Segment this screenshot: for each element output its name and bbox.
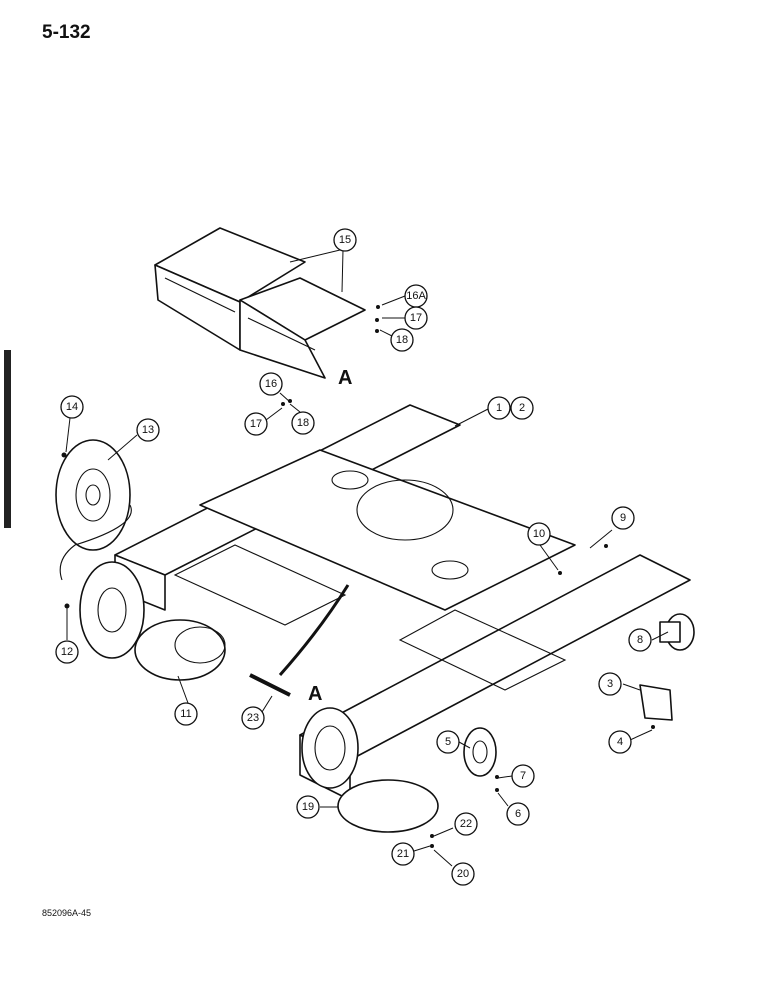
callout-7: 7 (511, 764, 535, 788)
callout-16a: 16A (404, 284, 428, 308)
bolt-hardware (61, 305, 655, 848)
upper-roller (659, 613, 695, 651)
svg-text:5: 5 (445, 736, 451, 748)
svg-text:13: 13 (142, 424, 154, 436)
callout-15: 15 (333, 228, 357, 252)
view-label: A (308, 683, 322, 705)
callout-19: 19 (296, 795, 320, 819)
callout-5: 5 (436, 730, 460, 754)
svg-text:12: 12 (61, 646, 73, 658)
svg-text:2: 2 (519, 402, 525, 414)
svg-text:15: 15 (339, 234, 351, 246)
callout-21: 21 (391, 842, 415, 866)
svg-text:19: 19 (302, 801, 314, 813)
callout-17: 18 (291, 411, 315, 435)
binding-mark (4, 350, 11, 528)
callout-18: 18 (390, 328, 414, 352)
callout-14: 14 (60, 395, 84, 419)
leader-lines (65, 249, 669, 867)
svg-text:1: 1 (496, 402, 502, 414)
sprocket (55, 439, 131, 551)
svg-text:4: 4 (617, 736, 623, 748)
roller-bracket (639, 684, 673, 721)
svg-text:9: 9 (620, 512, 626, 524)
svg-text:20: 20 (457, 868, 469, 880)
callout-16: 17 (244, 412, 268, 436)
callout-8: 8 (628, 628, 652, 652)
callout-12: 12 (55, 640, 79, 664)
callout-20: 20 (451, 862, 475, 886)
svg-text:10: 10 (533, 528, 545, 540)
travel-motor (134, 619, 226, 681)
svg-text:8: 8 (637, 634, 643, 646)
svg-text:23: 23 (247, 712, 259, 724)
svg-text:7: 7 (520, 770, 526, 782)
svg-text:11: 11 (180, 708, 191, 720)
callout-22: 22 (454, 812, 478, 836)
track-guard-cover (154, 227, 366, 379)
svg-text:14: 14 (66, 401, 78, 413)
callout-18: 16 (259, 372, 283, 396)
svg-text:3: 3 (607, 678, 613, 690)
svg-text:17: 17 (250, 418, 262, 430)
callout-1: 1 (487, 396, 511, 420)
svg-text:18: 18 (297, 417, 309, 429)
callout-13: 13 (136, 418, 160, 442)
callout-11: 11 (174, 702, 198, 726)
svg-text:16A: 16A (406, 290, 426, 302)
view-label: A (338, 367, 352, 389)
callout-4: 4 (608, 730, 632, 754)
svg-text:18: 18 (396, 334, 408, 346)
lower-roller (463, 727, 497, 777)
svg-text:21: 21 (397, 848, 409, 860)
figure-code: 852096A-45 (42, 908, 92, 918)
idler-wheel (79, 561, 145, 659)
svg-text:6: 6 (515, 808, 521, 820)
page-number: 5-132 (42, 22, 91, 43)
svg-text:17: 17 (410, 312, 422, 324)
callout-9: 9 (611, 506, 635, 530)
callout-6: 6 (506, 802, 530, 826)
callout-17: 17 (404, 306, 428, 330)
callout-3: 3 (598, 672, 622, 696)
callout-23: 23 (241, 706, 265, 730)
callout-10: 10 (527, 522, 551, 546)
track-frame (114, 404, 691, 801)
callout-2: 2 (510, 396, 534, 420)
cover-plate (337, 779, 439, 833)
svg-text:16: 16 (265, 378, 277, 390)
svg-text:22: 22 (460, 818, 472, 830)
